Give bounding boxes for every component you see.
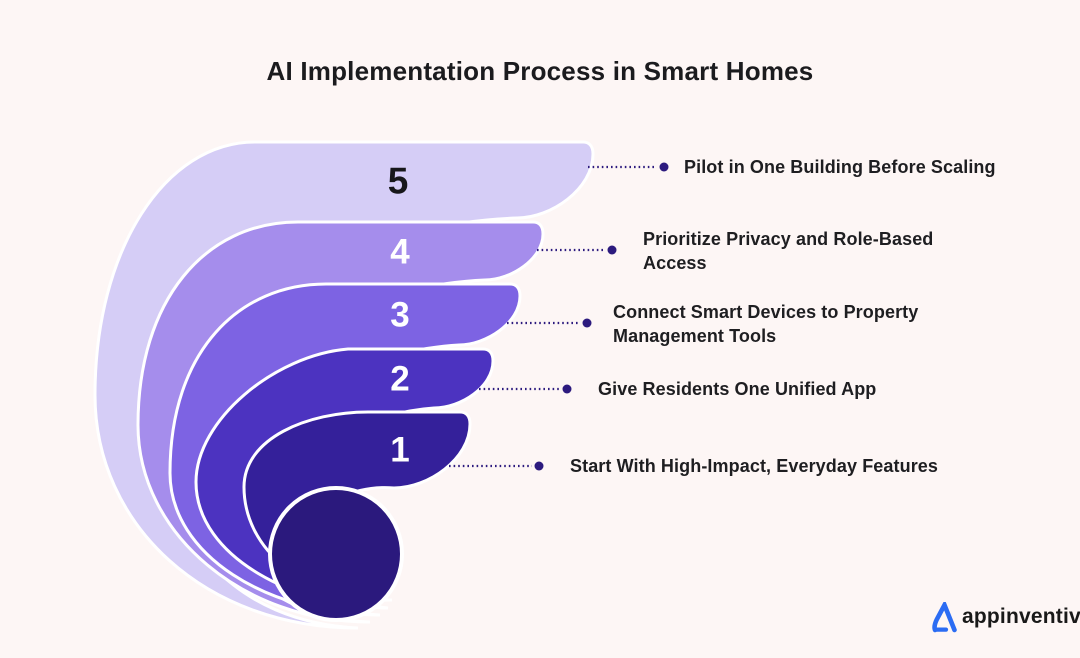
step-label-5: Pilot in One Building Before Scaling	[684, 155, 996, 179]
center-circle	[268, 486, 404, 622]
connector-group-2	[479, 384, 572, 394]
connector-dot-4	[607, 245, 617, 255]
connector-dot-2	[562, 384, 572, 394]
connector-dot-3	[582, 318, 592, 328]
step-number-1: 1	[390, 431, 409, 470]
connector-group-3	[507, 318, 592, 328]
connector-group-4	[537, 245, 617, 255]
logo: appinventiv	[931, 599, 1080, 635]
step-label-2: Give Residents One Unified App	[598, 377, 876, 401]
triangle-a-icon	[932, 601, 957, 632]
logo-text: appinventiv	[962, 605, 1080, 628]
step-label-3: Connect Smart Devices to Property Manage…	[613, 300, 918, 348]
step-number-5: 5	[388, 161, 409, 202]
connector-dot-5	[659, 162, 669, 172]
step-number-2: 2	[390, 360, 409, 399]
page-title: AI Implementation Process in Smart Homes	[266, 56, 814, 86]
connector-group-1	[449, 461, 544, 471]
step-label-text: Access	[643, 253, 707, 273]
connector-group-5	[588, 162, 669, 172]
step-label-text: Give Residents One Unified App	[598, 379, 877, 399]
step-label-text: Pilot in One Building Before Scaling	[684, 157, 996, 177]
step-label-text: Prioritize Privacy and Role-Based	[643, 229, 934, 249]
connector-dot-1	[534, 461, 544, 471]
step-label-text: Management Tools	[613, 326, 777, 346]
step-number-3: 3	[390, 296, 409, 335]
step-label-text: Connect Smart Devices to Property	[613, 302, 919, 322]
step-number-4: 4	[390, 233, 410, 272]
step-label-text: Start With High-Impact, Everyday Feature…	[570, 456, 939, 476]
step-label-4: Prioritize Privacy and Role-Based Access	[643, 227, 933, 275]
step-label-1: Start With High-Impact, Everyday Feature…	[570, 454, 938, 478]
